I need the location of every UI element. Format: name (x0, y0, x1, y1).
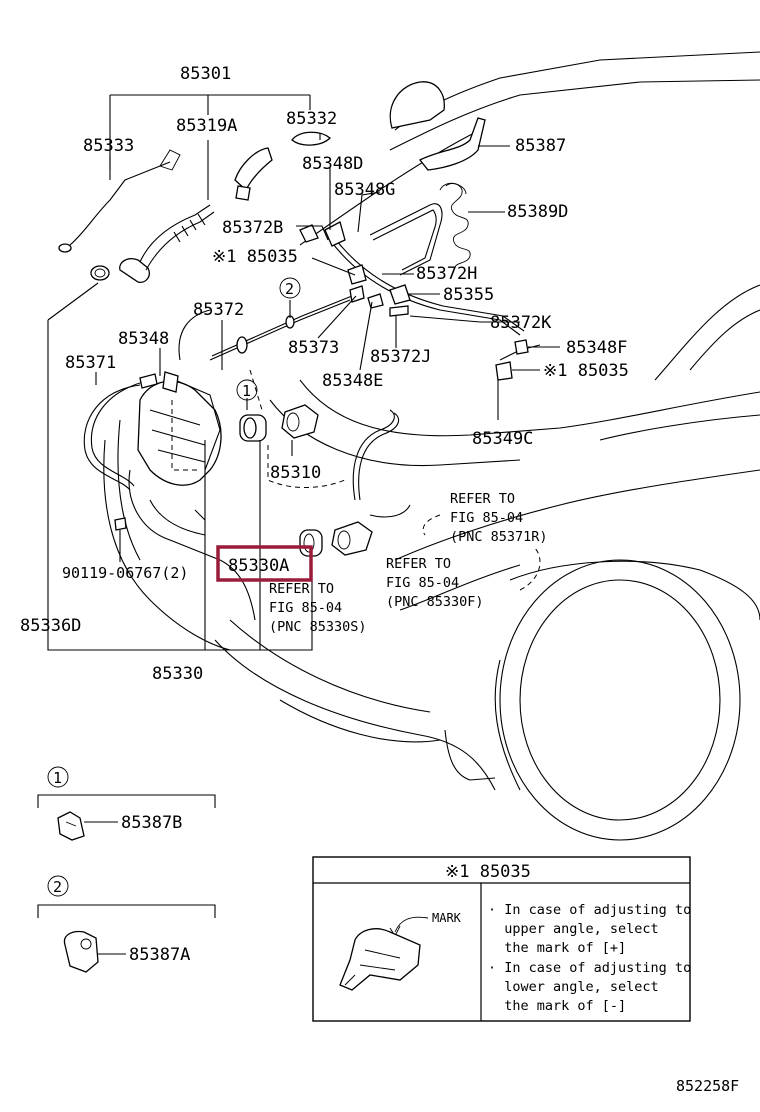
label-85372: 85372 (193, 300, 244, 320)
label-85387a: 85387A (129, 945, 190, 965)
label-85330a: 85330A (228, 556, 289, 576)
callout-circle-1 (236, 379, 258, 401)
refer-s-line3: (PNC 85330S) (269, 619, 367, 635)
washer-tank (128, 371, 256, 621)
note-line-2: upper angle, select (488, 921, 659, 937)
label-85372b: 85372B (222, 218, 283, 238)
note-line-1: · In case of adjusting to (488, 902, 691, 918)
nozzle-parts (114, 117, 529, 531)
callout-circle-1-number: 1 (242, 382, 251, 400)
refer-f-line1: REFER TO (386, 556, 451, 572)
inset-1: 1 85387B (37, 766, 216, 841)
label-85336d: 85336D (20, 616, 81, 636)
label-85372k: 85372K (490, 313, 552, 333)
figure-code: 852258F (676, 1077, 739, 1095)
refer-f-line2: FIG 85-04 (386, 575, 459, 591)
highlight-box-85330a (216, 545, 313, 582)
label-85371: 85371 (65, 353, 116, 373)
nozzle-mark-icon (339, 928, 421, 991)
label-85035-a: ※1 85035 (212, 247, 298, 267)
note-line-5: lower angle, select (488, 979, 659, 995)
note-mark-label: MARK (432, 911, 462, 925)
refer-r-line2: FIG 85-04 (450, 510, 523, 526)
inset-2-circle (47, 875, 69, 897)
label-85348: 85348 (118, 329, 169, 349)
coil-hose (439, 182, 471, 269)
label-85319a: 85319A (176, 116, 237, 136)
label-85348f: 85348F (566, 338, 627, 358)
part-labels: 85301 85333 85319A 85332 85348D 85387 85… (20, 64, 629, 684)
refer-f-line3: (PNC 85330F) (386, 594, 484, 610)
label-85389d: 85389D (507, 202, 568, 222)
leader-lines (47, 94, 560, 651)
upper-left-parts (58, 131, 331, 283)
label-85349c: 85349C (472, 429, 533, 449)
refer-s-line2: FIG 85-04 (269, 600, 342, 616)
inset-1-circle (47, 766, 69, 788)
label-85387: 85387 (515, 136, 566, 156)
label-85387b: 85387B (121, 813, 182, 833)
label-85348d: 85348D (302, 154, 363, 174)
label-85372j: 85372J (370, 347, 431, 367)
vehicle-body-outline (103, 51, 760, 841)
label-85330: 85330 (152, 664, 203, 684)
label-85355: 85355 (443, 285, 494, 305)
clip-85387a-icon (63, 930, 99, 973)
label-85333: 85333 (83, 136, 134, 156)
refer-r-line1: REFER TO (450, 491, 515, 507)
refer-s-line1: REFER TO (269, 581, 334, 597)
note-box: ※1 85035 MARK · In case of adjusting to … (312, 856, 691, 1022)
label-85301: 85301 (180, 64, 231, 84)
note-line-4: · In case of adjusting to (488, 960, 691, 976)
clip-85387b-icon (57, 811, 85, 841)
label-85035-b: ※1 85035 (543, 361, 629, 381)
callout-circle-2-number: 2 (285, 280, 294, 298)
label-85348g: 85348G (334, 180, 395, 200)
label-85372h: 85372H (416, 264, 477, 284)
note-title: ※1 85035 (445, 862, 531, 882)
inset-2: 2 85387A (37, 875, 216, 973)
label-85348e: 85348E (322, 371, 383, 391)
refer-r-line3: (PNC 85371R) (450, 529, 548, 545)
callout-circle-2 (279, 277, 301, 299)
note-line-3: the mark of [+] (488, 940, 626, 956)
inset-1-number: 1 (53, 769, 62, 787)
label-bolt: 90119-06767(2) (62, 564, 188, 582)
label-85332: 85332 (286, 109, 337, 129)
label-85310: 85310 (270, 463, 321, 483)
note-line-6: the mark of [-] (488, 998, 626, 1014)
label-85373: 85373 (288, 338, 339, 358)
inset-2-number: 2 (53, 878, 62, 896)
washer-pumps (239, 404, 373, 557)
